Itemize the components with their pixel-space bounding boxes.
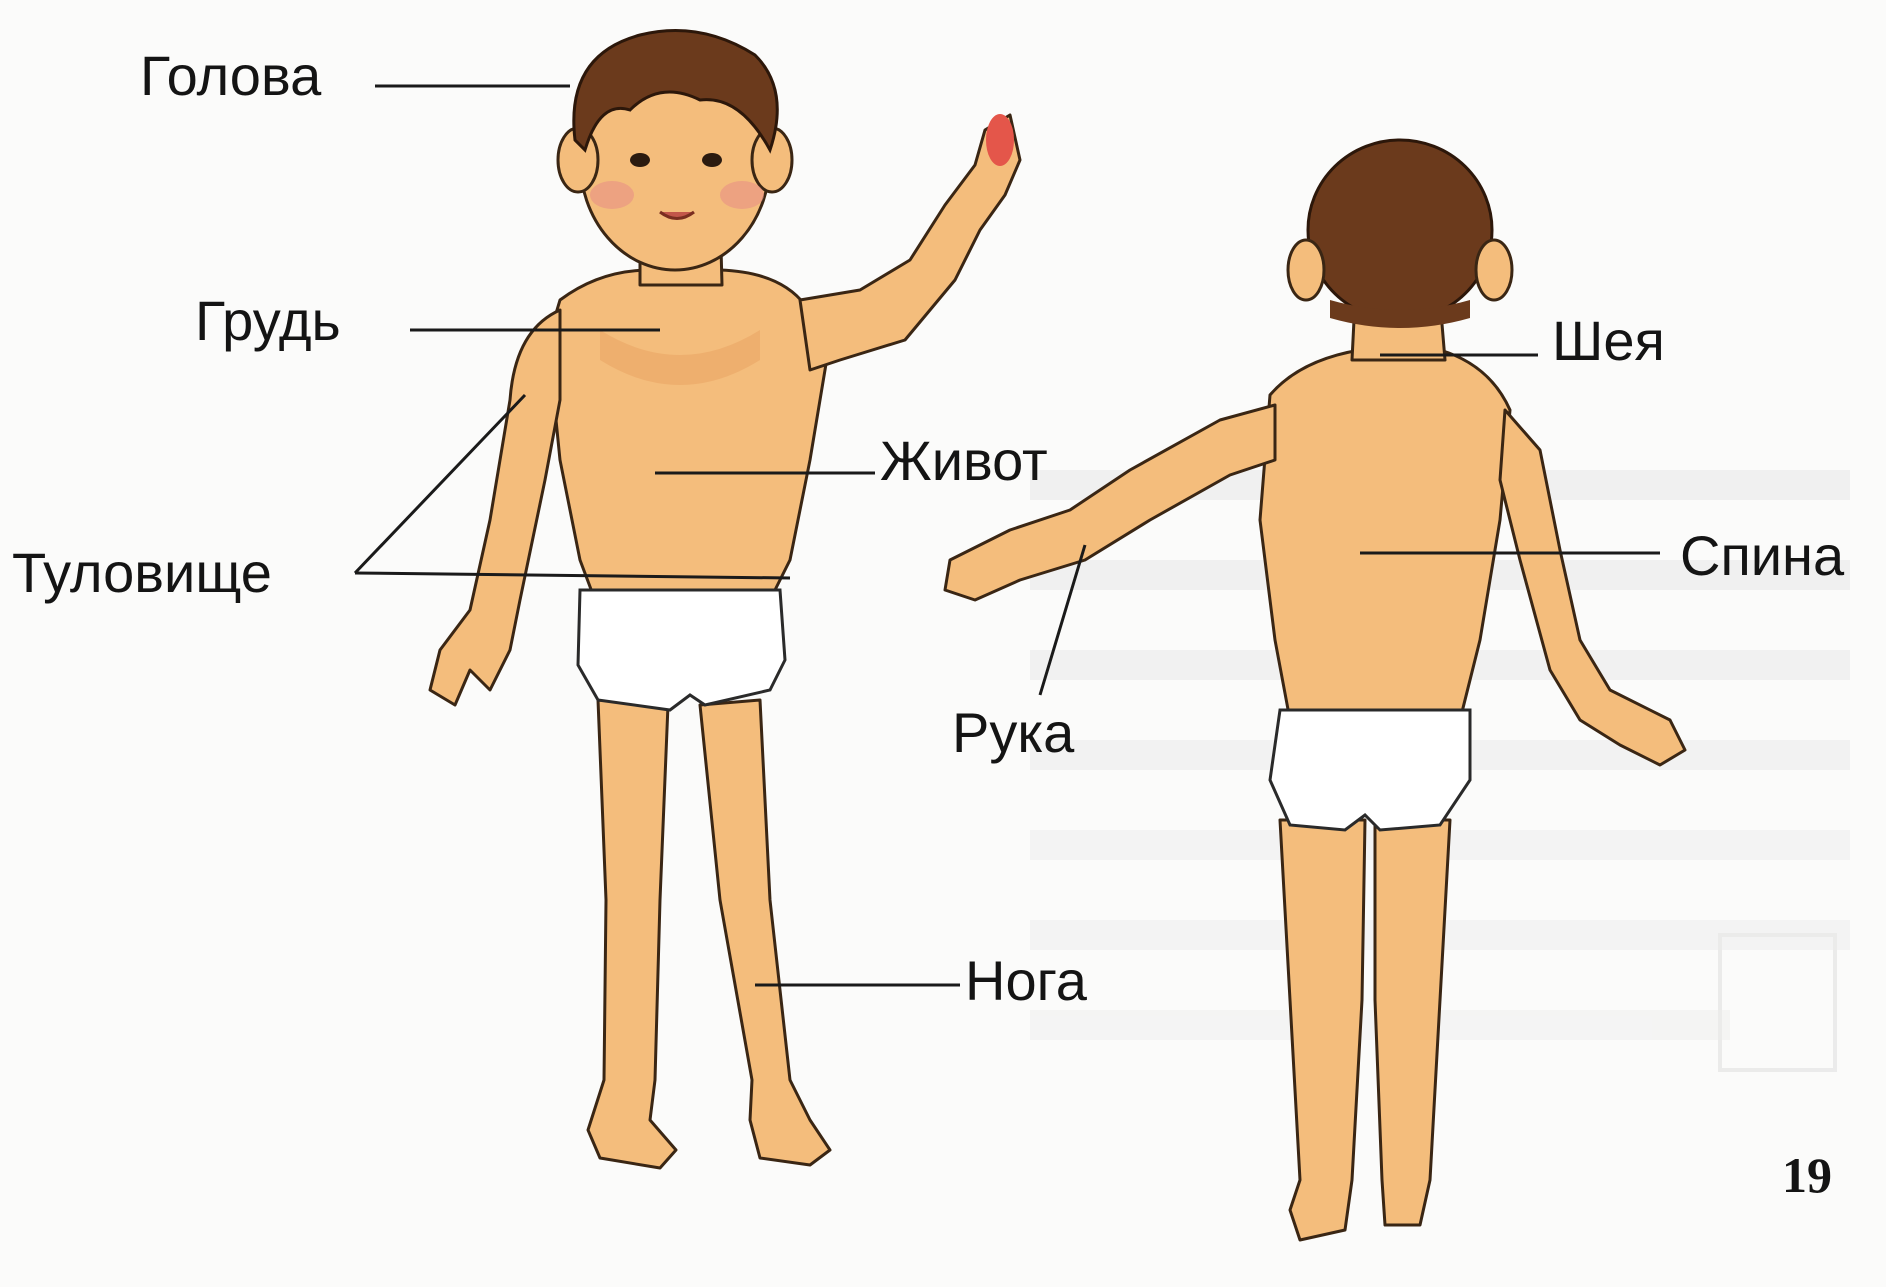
label-arm: Рука	[952, 701, 1075, 764]
label-torso: Туловище	[12, 541, 272, 604]
label-chest: Грудь	[195, 289, 341, 352]
front-figure	[430, 31, 1020, 1169]
page-number: 19	[1782, 1147, 1832, 1203]
back-head	[1308, 140, 1492, 320]
label-neck: Шея	[1552, 309, 1665, 372]
label-leg: Нога	[965, 949, 1088, 1012]
front-torso	[548, 270, 830, 600]
front-right-arm	[800, 115, 1020, 370]
back-left-leg	[1280, 820, 1365, 1240]
label-belly: Живот	[880, 429, 1048, 492]
back-figure	[945, 140, 1685, 1240]
front-right-leg	[700, 700, 830, 1165]
label-back: Спина	[1680, 524, 1845, 587]
back-torso	[1260, 350, 1510, 720]
back-right-leg	[1375, 820, 1450, 1225]
front-left-arm	[430, 310, 560, 705]
back-underwear	[1270, 710, 1470, 830]
front-left-leg	[588, 700, 676, 1168]
label-head: Голова	[140, 44, 322, 107]
front-underwear	[578, 590, 785, 710]
